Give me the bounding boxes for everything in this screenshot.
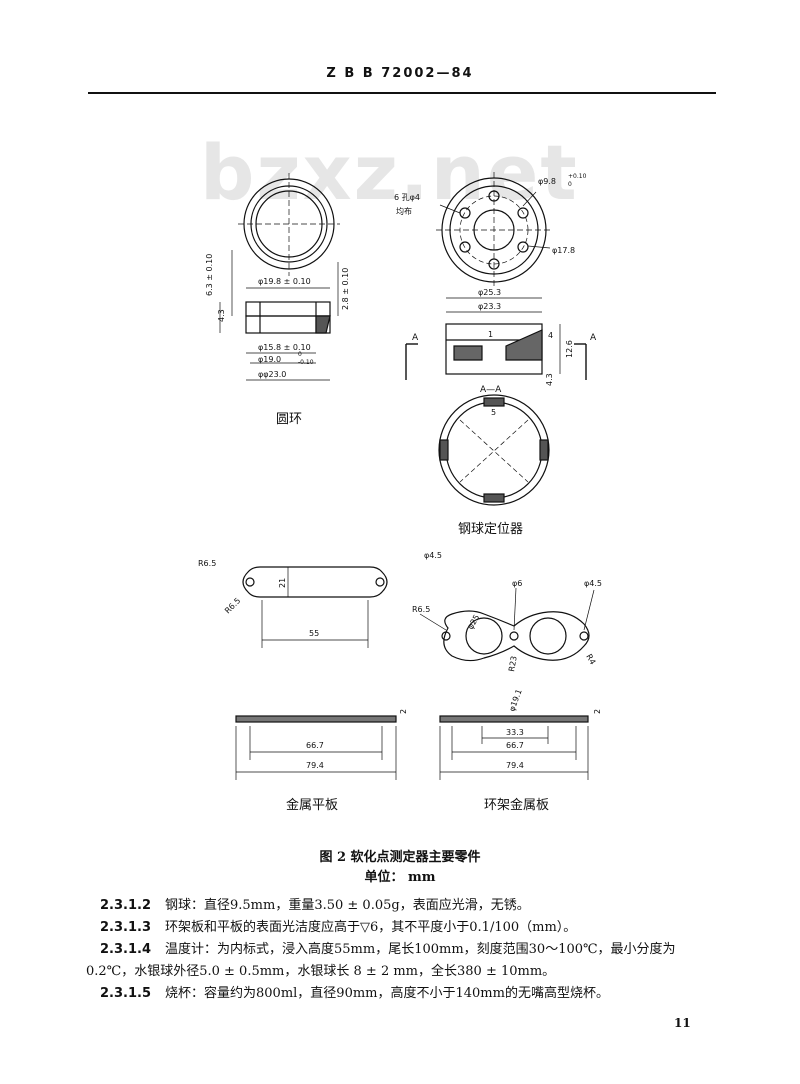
standard-number-header: Z B B 72002—84 (326, 66, 474, 81)
paragraph-text: 钢球：直径9.5mm，重量3.50 ± 0.05g，表面应光滑，无锈。 (165, 898, 530, 913)
flat-plate-hole: φ4.5 (424, 551, 442, 560)
paragraph-number: 2.3.1.2 (100, 898, 151, 913)
paragraph-2-3-1-4-continued: 0.2℃，水银球外径5.0 ± 0.5mm，水银球长 8 ± 2 mm，全长38… (86, 964, 556, 979)
frame-plate-total: 79.4 (506, 761, 524, 770)
locator-a-a-circle (438, 394, 550, 506)
ring-part (219, 173, 340, 381)
frame-plate-inner: 66.7 (506, 741, 524, 750)
locator-holes-note: 均布 (396, 206, 412, 216)
frame-plate-mid-radius: R23 (507, 655, 519, 672)
locator-part (405, 172, 587, 506)
ring-section-top (245, 301, 331, 317)
watermark: bzxz.net (200, 128, 579, 217)
section-mark-left: A (412, 333, 419, 343)
header-rule (88, 92, 716, 94)
ring-left-height: 6.3 ± 0.10 (205, 254, 214, 296)
locator-top-diameter: φ9.8 (538, 177, 556, 186)
locator-small-dim: 1 (488, 330, 493, 339)
ring-mid-diameter: φ19.0 (258, 355, 281, 364)
ring-inner-diameter: φ15.8 ± 0.10 (258, 343, 311, 352)
frame-plate-caption: 环架金属板 (484, 798, 550, 813)
ring-outer-diameter: φφ23.0 (258, 370, 286, 379)
frame-plate-right-radius: R4 (584, 653, 597, 667)
frame-plate-thickness: 2 (593, 709, 602, 714)
ring-low-height: 4.3 (217, 309, 226, 322)
flat-plate-radius-bottom: R6.5 (223, 596, 242, 615)
figure-unit: 单位： mm (364, 870, 436, 885)
frame-plate-outline (443, 610, 590, 662)
frame-plate-pitch: 33.3 (506, 728, 524, 737)
paragraph-text: 温度计：为内标式，浸入高度55mm，尾长100mm，刻度范围30～100℃，最小… (165, 942, 676, 957)
flat-plate-inner: 66.7 (306, 741, 324, 750)
paragraph-2-3-1-3: 2.3.1.3 环架板和平板的表面光洁度应高于▽6，其不平度小于0.1/100（m… (100, 916, 576, 935)
paragraph-2-3-1-5: 2.3.1.5 烧杯：容量约为800ml，直径90mm，高度不小于140mm的无嘴… (100, 982, 609, 1001)
locator-inner-diameter: φ23.3 (478, 302, 501, 311)
flat-plate-outline (242, 566, 388, 598)
figure-title: 图 2 软化点测定器主要零件 (319, 850, 481, 865)
paragraph-number: 2.3.1.3 (100, 920, 151, 935)
frame-plate-small-hole: φ6 (512, 579, 522, 588)
flat-plate-part (235, 566, 397, 780)
flat-plate-total: 79.4 (306, 761, 324, 770)
locator-caption: 钢球定位器 (458, 522, 524, 537)
flat-plate-radius-top: R6.5 (198, 559, 216, 568)
locator-outer-diameter: φ25.3 (478, 288, 501, 297)
frame-plate-part (419, 587, 595, 780)
frame-plate-big-hole: φ25 (466, 613, 482, 631)
flat-plate-height: 21 (278, 578, 287, 588)
page-number: 11 (674, 1016, 691, 1030)
ring-mid-tolerance-upper: 0 (298, 351, 302, 358)
section-mark-right: A (590, 333, 597, 343)
ring-right-height: 2.8 ± 0.10 (341, 268, 350, 310)
paragraph-number: 2.3.1.4 (100, 942, 151, 957)
locator-h3: 4.3 (545, 373, 554, 386)
paragraph-number: 2.3.1.5 (100, 986, 151, 1001)
locator-top-tolerance-lower: 0 (568, 181, 572, 188)
figure-drawing: φ19.8 ± 0.10 6.3 ± 0.10 2.8 ± 0.10 4.3 φ… (198, 172, 602, 780)
flat-plate-length: 55 (309, 629, 319, 638)
flat-plate-caption: 金属平板 (286, 798, 339, 813)
locator-holes-label: 6 孔φ4 (394, 193, 420, 202)
paragraph-2-3-1-2: 2.3.1.2 钢球：直径9.5mm，重量3.50 ± 0.05g，表面应光滑，无… (100, 894, 530, 913)
flat-plate-thickness: 2 (399, 709, 408, 714)
locator-h2: 12.6 (565, 340, 574, 358)
frame-plate-right-hole: φ4.5 (584, 579, 602, 588)
paragraph-text: 烧杯：容量约为800ml，直径90mm，高度不小于140mm的无嘴高型烧杯。 (165, 986, 609, 1001)
locator-slot-width: 5 (491, 408, 496, 417)
ring-top-diameter: φ19.8 ± 0.10 (258, 277, 311, 286)
locator-ring-diameter: φ17.8 (552, 246, 575, 255)
ring-caption: 圆环 (276, 412, 303, 427)
locator-h1: 4 (548, 331, 553, 340)
locator-top-tolerance-upper: +0.10 (568, 173, 587, 180)
ring-mid-tolerance-lower: -0.10 (298, 359, 314, 366)
paragraph-2-3-1-4: 2.3.1.4 温度计：为内标式，浸入高度55mm，尾长100mm，刻度范围30～… (100, 938, 676, 957)
frame-plate-ring-diameter: φ19.1 (507, 688, 523, 713)
section-a-a-label: A—A (480, 385, 502, 395)
frame-plate-radius-left: R6.5 (412, 605, 430, 614)
paragraph-text: 环架板和平板的表面光洁度应高于▽6，其不平度小于0.1/100（mm）。 (165, 920, 577, 935)
